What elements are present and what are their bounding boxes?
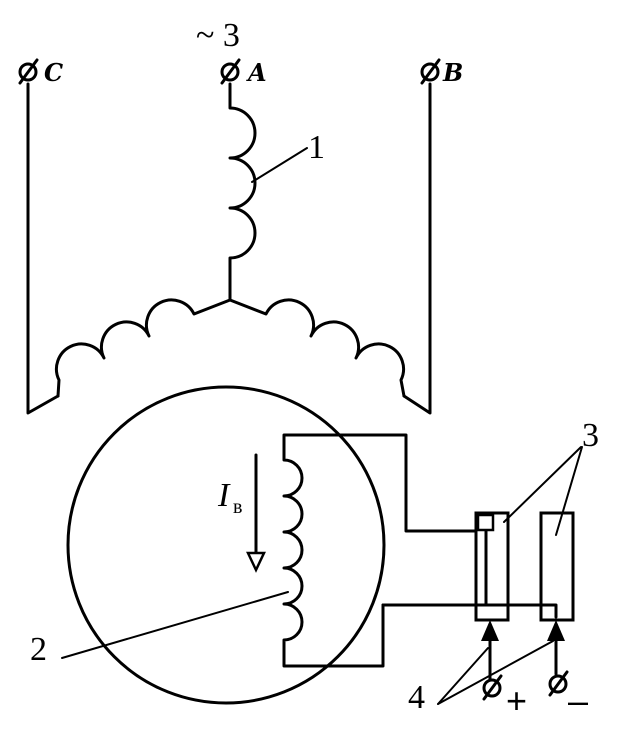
terminal-b-label: B: [442, 58, 463, 87]
phase-a-coil: [228, 82, 257, 302]
callout-3-label: 3: [582, 417, 599, 454]
terminal-c-slash: [18, 58, 39, 85]
callout-4-label: 4: [408, 679, 425, 716]
phase-marker: ~ 3: [196, 17, 240, 54]
dc-plus-label: +: [506, 680, 527, 721]
phase-b-lead: [402, 82, 432, 415]
callout-2-label: 2: [30, 631, 47, 668]
current-subscript: в: [233, 496, 242, 518]
stator-winding: [26, 82, 432, 415]
brush-minus-arrow: [547, 620, 565, 641]
dc-minus-label: –: [568, 680, 588, 721]
ring-1-lead-lower: [381, 529, 488, 607]
callout-1-leader: [251, 147, 308, 183]
ring-1-contact: [476, 513, 495, 532]
terminal-c-label: C: [44, 58, 63, 87]
terminal-a-label: A: [246, 58, 267, 87]
phase-c-lead: [26, 82, 60, 415]
callout-4-leader-b: [437, 640, 554, 705]
terminal-c: C: [18, 58, 63, 87]
current-symbol: I: [217, 477, 231, 514]
phase-b-coil: [228, 298, 406, 398]
dc-minus-slash: [548, 670, 569, 697]
terminal-b: B: [420, 58, 463, 87]
phase-c-coil: [54, 298, 232, 398]
rotor-circle: [66, 385, 386, 705]
terminal-a-slash: [220, 58, 241, 85]
callout-3-leader-b: [555, 446, 583, 536]
callout-1-label: 1: [308, 129, 325, 166]
terminal-b-slash: [420, 58, 441, 85]
callout-2-leader: [61, 591, 289, 659]
brush-plus-arrow: [481, 620, 499, 641]
callout-3-leader-a: [503, 446, 582, 523]
terminal-a: A: [220, 58, 267, 87]
field-winding: [282, 433, 488, 668]
ring-2-lead: [484, 603, 558, 619]
dc-plus-slash: [482, 674, 503, 701]
current-arrow-head: [246, 551, 266, 573]
callout-4-leader-a: [437, 647, 489, 705]
